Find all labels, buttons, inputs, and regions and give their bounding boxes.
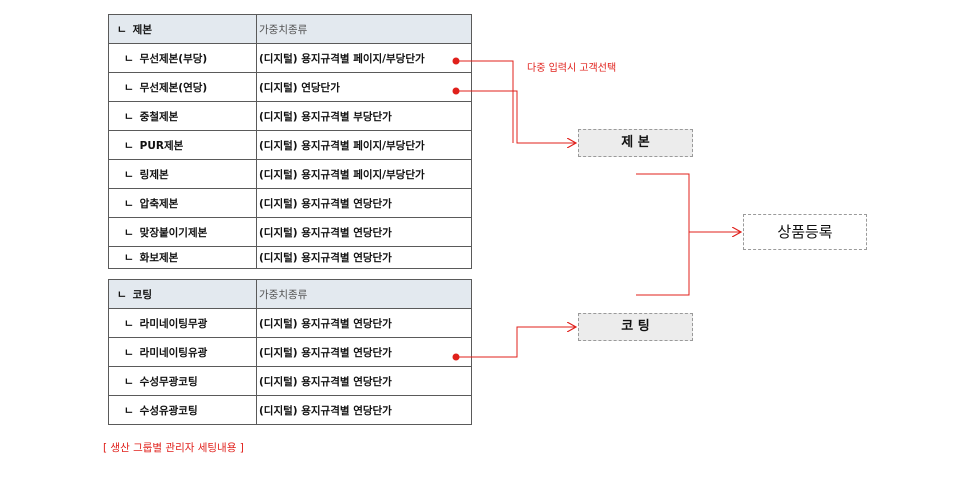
table-row: ㄴ 링제본 (디지털) 용지규격별 페이지/부당단가 <box>108 159 472 189</box>
tree-mark: ㄴ <box>124 404 134 417</box>
item-name-cell: ㄴ 무선제본(부당) <box>108 43 257 73</box>
item-name: 라미네이팅무광 <box>139 317 208 330</box>
tree-mark: ㄴ <box>124 52 134 65</box>
item-name: 수성무광코팅 <box>139 375 198 388</box>
coating-box: 코 팅 <box>578 313 693 341</box>
binding-box: 제 본 <box>578 129 693 157</box>
weight-type-cell: (디지털) 용지규격별 페이지/부당단가 <box>256 43 472 73</box>
weight-type-cell: (디지털) 용지규격별 연당단가 <box>256 246 472 269</box>
item-name: 링제본 <box>139 168 169 181</box>
item-name-cell: ㄴ 수성유광코팅 <box>108 395 257 425</box>
connector-line <box>456 90 576 143</box>
connector-line <box>456 327 576 358</box>
table-row: ㄴ 중철제본 (디지털) 용지규격별 부당단가 <box>108 101 472 131</box>
product-register-box: 상품등록 <box>743 214 867 250</box>
coating-weight-table: ㄴ 코팅 가중치종류 ㄴ 라미네이팅무광 (디지털) 용지규격별 연당단가 ㄴ 라미네… <box>108 279 472 425</box>
tree-mark: ㄴ <box>117 23 127 36</box>
weight-type-cell: (디지털) 용지규격별 연당단가 <box>256 217 472 247</box>
table-row: ㄴ 무선제본(부당) (디지털) 용지규격별 페이지/부당단가 <box>108 43 472 73</box>
item-name-cell: ㄴ 라미네이팅무광 <box>108 308 257 338</box>
item-name: 라미네이팅유광 <box>139 346 208 359</box>
table-row: ㄴ 맞장붙이기제본 (디지털) 용지규격별 연당단가 <box>108 217 472 247</box>
weight-type-header: 가중치종류 <box>256 279 472 309</box>
group-name: 코팅 <box>132 288 152 301</box>
item-name: 화보제본 <box>139 252 179 264</box>
weight-type-cell: (디지털) 용지규격별 페이지/부당단가 <box>256 159 472 189</box>
item-name-cell: ㄴ 링제본 <box>108 159 257 189</box>
item-name: 맞장붙이기제본 <box>139 226 208 239</box>
tree-mark: ㄴ <box>124 375 134 388</box>
item-name: 압축제본 <box>139 197 179 210</box>
item-name-cell: ㄴ 무선제본(연당) <box>108 72 257 102</box>
weight-type-cell: (디지털) 용지규격별 연당단가 <box>256 308 472 338</box>
table-row: ㄴ 수성유광코팅 (디지털) 용지규격별 연당단가 <box>108 395 472 425</box>
tree-mark: ㄴ <box>124 226 134 239</box>
group-header-cell: ㄴ 코팅 <box>108 279 257 309</box>
weight-type-cell: (디지털) 용지규격별 연당단가 <box>256 188 472 218</box>
item-name-cell: ㄴ 화보제본 <box>108 246 257 269</box>
item-name: 수성유광코팅 <box>139 404 198 417</box>
tree-mark: ㄴ <box>124 252 134 264</box>
item-name: 중철제본 <box>139 110 179 123</box>
table-header-row: ㄴ 코팅 가중치종류 <box>108 279 472 309</box>
group-header-cell: ㄴ 제본 <box>108 14 257 44</box>
connector-line <box>456 60 514 143</box>
table-row: ㄴ 라미네이팅무광 (디지털) 용지규격별 연당단가 <box>108 308 472 338</box>
binding-weight-table: ㄴ 제본 가중치종류 ㄴ 무선제본(부당) (디지털) 용지규격별 페이지/부당단가… <box>108 14 472 269</box>
item-name-cell: ㄴ 맞장붙이기제본 <box>108 217 257 247</box>
item-name-cell: ㄴ 중철제본 <box>108 101 257 131</box>
weight-type-cell: (디지털) 용지규격별 페이지/부당단가 <box>256 130 472 160</box>
item-name: 무선제본(연당) <box>139 81 208 94</box>
weight-type-cell: (디지털) 용지규격별 부당단가 <box>256 101 472 131</box>
table-header-row: ㄴ 제본 가중치종류 <box>108 14 472 44</box>
multi-select-note: 다중 입력시 고객선택 <box>527 63 617 74</box>
table-row: ㄴ PUR제본 (디지털) 용지규격별 페이지/부당단가 <box>108 130 472 160</box>
tree-mark: ㄴ <box>124 168 134 181</box>
tree-mark: ㄴ <box>124 81 134 94</box>
tree-mark: ㄴ <box>124 139 134 152</box>
item-name: 무선제본(부당) <box>139 52 208 65</box>
connector-line <box>636 173 690 296</box>
table-row: ㄴ 압축제본 (디지털) 용지규격별 연당단가 <box>108 188 472 218</box>
tree-mark: ㄴ <box>117 288 127 301</box>
weight-type-cell: (디지털) 용지규격별 연당단가 <box>256 395 472 425</box>
table-row: ㄴ 화보제본 (디지털) 용지규격별 연당단가 <box>108 246 472 269</box>
group-name: 제본 <box>132 23 152 36</box>
tree-mark: ㄴ <box>124 317 134 330</box>
weight-type-cell: (디지털) 용지규격별 연당단가 <box>256 337 472 367</box>
table-row: ㄴ 라미네이팅유광 (디지털) 용지규격별 연당단가 <box>108 337 472 367</box>
tree-mark: ㄴ <box>124 197 134 210</box>
weight-type-header: 가중치종류 <box>256 14 472 44</box>
item-name-cell: ㄴ 압축제본 <box>108 188 257 218</box>
tree-mark: ㄴ <box>124 346 134 359</box>
figure-caption: [ 생산 그룹별 관리자 세팅내용 ] <box>103 442 244 454</box>
item-name: PUR제본 <box>139 139 184 152</box>
tree-mark: ㄴ <box>124 110 134 123</box>
